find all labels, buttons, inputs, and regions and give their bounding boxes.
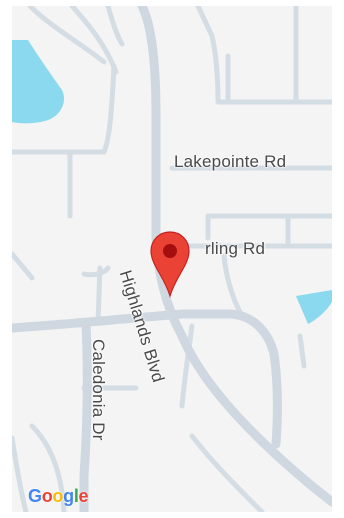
road-label-lakepointe: Lakepointe Rd bbox=[174, 152, 287, 171]
road-label-sterling: rling Rd bbox=[205, 239, 266, 258]
road-label-caledonia-dr: Caledonia Dr bbox=[89, 339, 108, 441]
map-base-layer bbox=[12, 6, 332, 512]
google-logo: Google bbox=[28, 486, 89, 506]
major-roads bbox=[12, 6, 332, 512]
map-pin-icon[interactable] bbox=[150, 230, 190, 302]
location-marker bbox=[150, 231, 190, 299]
water-lake-north bbox=[12, 40, 65, 124]
map-view[interactable]: Lakepointe Rd rling Rd Highlands Blvd Ca… bbox=[12, 6, 332, 512]
water-pond-east bbox=[296, 290, 332, 324]
